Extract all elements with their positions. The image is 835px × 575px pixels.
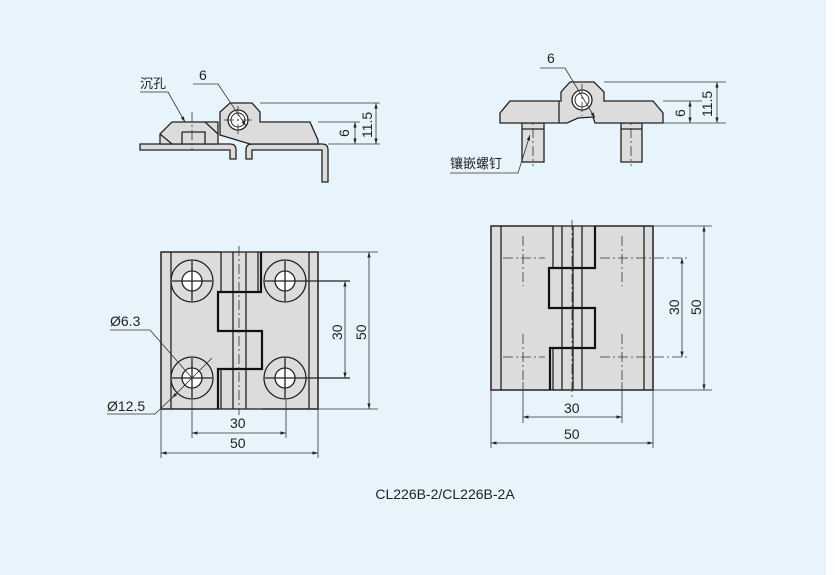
- front-view-countersunk: 30 50 30 50 Ø6.3 Ø12.5: [107, 246, 378, 458]
- total-height-dim: 11.5: [699, 91, 715, 117]
- front-view-insert-screw: 30 50 30 50: [490, 220, 712, 448]
- leaf-thickness-dim: 6: [672, 109, 688, 117]
- leaf-thickness-dim: 6: [336, 129, 352, 137]
- height-dim: 50: [353, 324, 369, 340]
- total-height-dim: 11.5: [359, 112, 375, 138]
- model-caption: CL226B-2/CL226B-2A: [375, 486, 515, 502]
- side-view-insert-screw: 6 11.5 6 镶嵌螺钉: [450, 50, 726, 174]
- hole-pitch-horizontal: 30: [230, 415, 246, 431]
- insert-screw-label: 镶嵌螺钉: [450, 156, 502, 172]
- hole-pitch-vertical: 30: [329, 324, 345, 340]
- hole-dia-label: Ø6.3: [110, 313, 141, 329]
- height-dim: 50: [688, 299, 704, 315]
- hole-pitch-vertical: 30: [666, 299, 682, 315]
- hole-centerlines: [503, 236, 690, 382]
- hole-pitch-horizontal: 30: [564, 400, 580, 416]
- pin-dia-dim: 6: [547, 50, 555, 66]
- side-view-countersunk: 6 11.5 6 沉孔: [139, 67, 380, 183]
- pin-dia-dim: 6: [199, 67, 207, 83]
- width-dim: 50: [564, 426, 580, 442]
- counterbore-dia-label: Ø12.5: [107, 398, 145, 414]
- width-dim: 50: [230, 435, 246, 451]
- countersink-label: 沉孔: [140, 77, 166, 92]
